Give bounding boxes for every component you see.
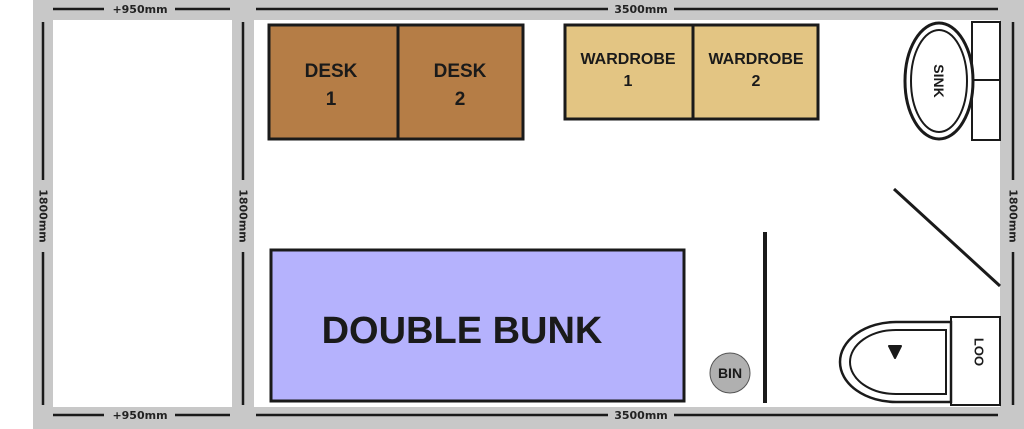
desk-1-label: DESK	[305, 61, 358, 82]
dim-right-top: 3500mm	[614, 3, 668, 16]
dim-right-height: 1800mm	[1007, 189, 1020, 243]
desk-1-number: 1	[326, 89, 337, 110]
bin-label: BIN	[718, 365, 742, 381]
desk-2	[396, 23, 525, 141]
bathroom-door	[892, 187, 1002, 288]
dim-right-bottom: 3500mm	[614, 409, 668, 422]
double-bunk-label: DOUBLE BUNK	[322, 310, 603, 352]
loo-label: LOO	[972, 338, 987, 366]
toilet	[838, 316, 1001, 406]
wardrobe-1	[563, 23, 695, 121]
sink-label: SINK	[931, 64, 947, 97]
wardrobe-2-label: WARDROBE	[708, 51, 803, 68]
desk-2-label: DESK	[434, 61, 487, 82]
bin	[709, 352, 751, 394]
wardrobe-1-number: 1	[624, 73, 633, 90]
dimension-lines	[41, 7, 1015, 417]
wall-middle	[232, 0, 254, 429]
desk-2-number: 2	[455, 89, 466, 110]
sink	[903, 21, 1001, 141]
desk-1	[267, 23, 400, 141]
dim-left-bottom: +950mm	[112, 409, 167, 422]
wardrobe-2-number: 2	[752, 73, 761, 90]
wardrobe-1-label: WARDROBE	[580, 51, 675, 68]
wall-left	[33, 0, 53, 429]
wall-outer-bottom	[33, 407, 1019, 429]
walls	[33, 0, 1024, 429]
dim-left-height: 1800mm	[37, 189, 50, 243]
wardrobe-2	[691, 23, 820, 121]
double-bunk	[269, 248, 686, 403]
dim-left-top: +950mm	[112, 3, 167, 16]
dim-middle-height: 1800mm	[237, 189, 250, 243]
